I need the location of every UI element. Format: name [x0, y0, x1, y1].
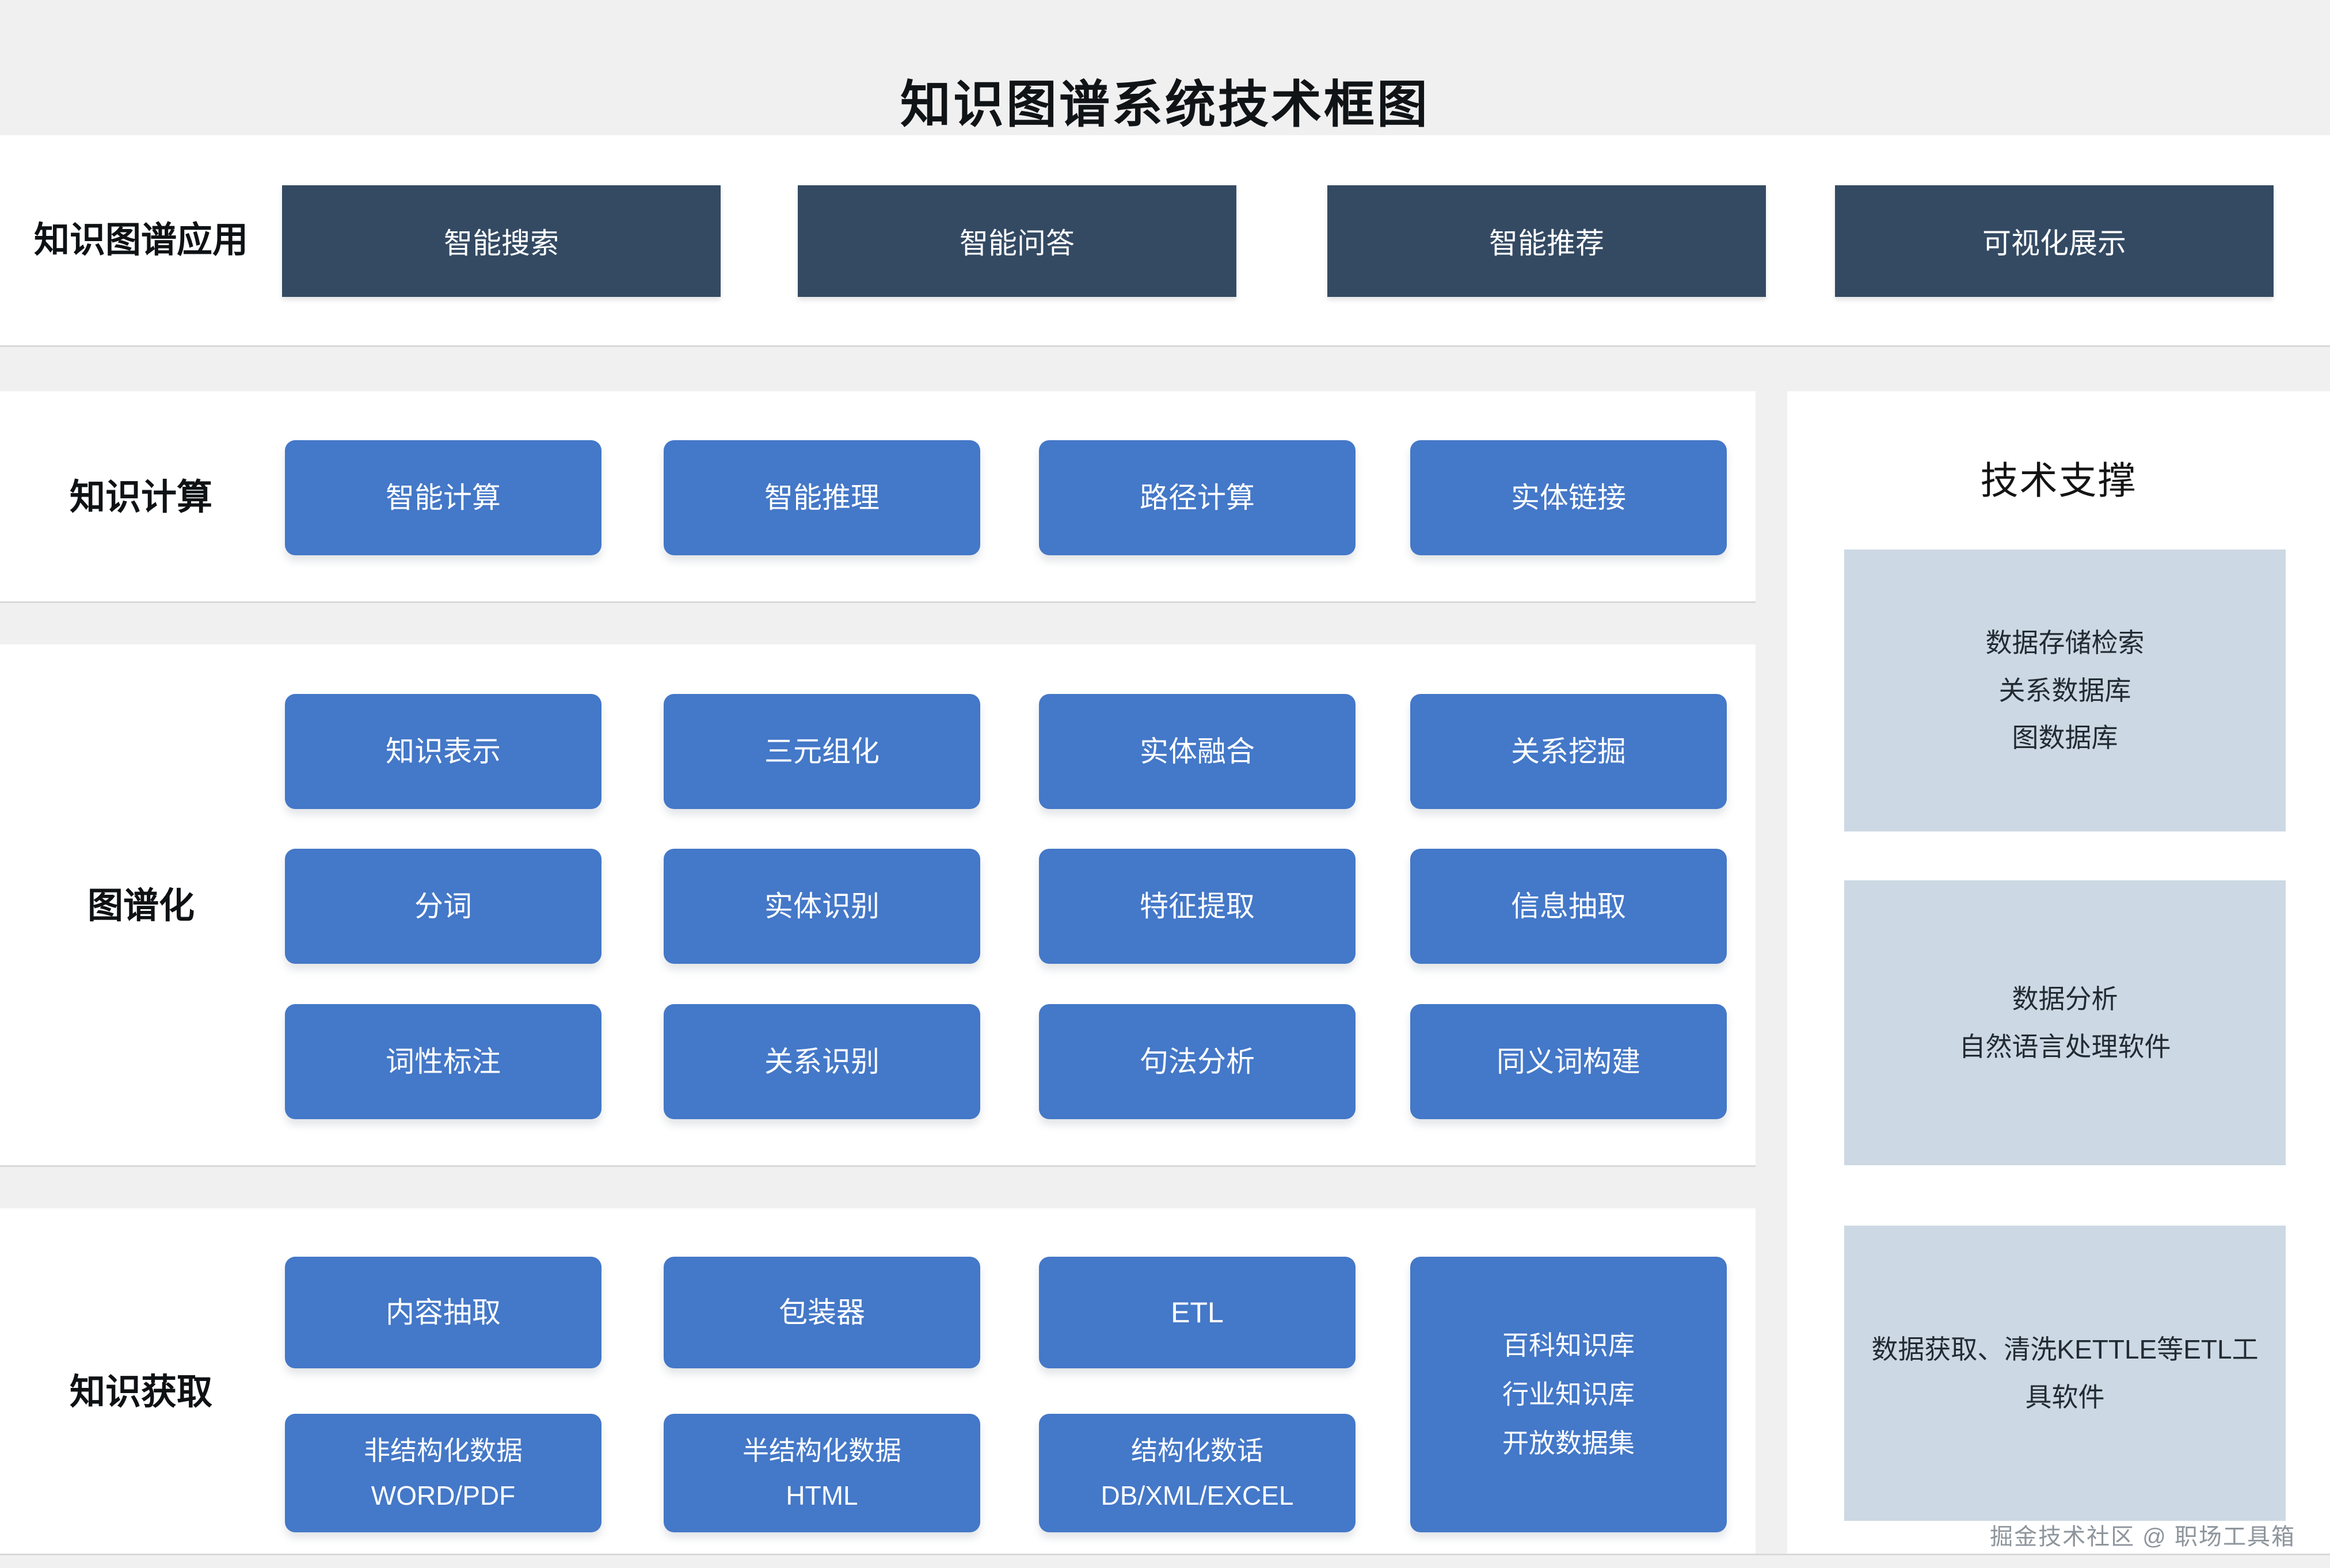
support-line: 自然语言处理软件: [1959, 1031, 2171, 1062]
section-label-acquisition: 知识获取: [69, 1372, 212, 1412]
section-label-apps: 知识图谱应用: [33, 220, 248, 260]
separator-line: [0, 1554, 2330, 1555]
box-intelligent-search: 智能搜索: [282, 185, 721, 297]
box-intelligent-computing: 智能计算: [285, 440, 601, 555]
box-line: 半结构化数据: [743, 1435, 901, 1466]
separator-line: [0, 345, 2330, 347]
box-synonym-construction: 同义词构建: [1410, 1004, 1727, 1119]
box-line: 结构化数话: [1131, 1435, 1263, 1466]
box-relation-mining: 关系挖掘: [1410, 694, 1727, 809]
separator-line: [0, 1165, 1756, 1167]
box-visualization-display: 可视化展示: [1835, 185, 2274, 297]
support-line: 数据获取、清洗KETTLE等ETL工: [1871, 1334, 2259, 1364]
box-path-computing: 路径计算: [1039, 440, 1356, 555]
support-line: 数据分析: [2012, 983, 2118, 1014]
box-intelligent-qa: 智能问答: [798, 185, 1236, 297]
section-label-graphization: 图谱化: [87, 886, 195, 926]
box-entity-fusion: 实体融合: [1039, 694, 1356, 809]
separator-line: [0, 601, 1756, 603]
box-intelligent-recommendation: 智能推荐: [1327, 185, 1766, 297]
box-line: WORD/PDF: [371, 1481, 516, 1510]
box-intelligent-reasoning: 智能推理: [664, 440, 980, 555]
support-line: 具软件: [2025, 1382, 2105, 1412]
watermark: 掘金技术社区 @ 职场工具箱: [1990, 1524, 2295, 1550]
box-etl: ETL: [1039, 1257, 1356, 1368]
box-semi-structured-data: 半结构化数据 HTML: [664, 1414, 980, 1532]
box-knowledge-bases: 百科知识库 行业知识库 开放数据集: [1410, 1257, 1727, 1532]
support-box-data-analysis: 数据分析 自然语言处理软件: [1844, 880, 2286, 1165]
support-line: 数据存储检索: [1985, 627, 2145, 658]
section-label-computing: 知识计算: [69, 478, 212, 517]
box-line: 开放数据集: [1502, 1428, 1635, 1459]
box-triple-formation: 三元组化: [664, 694, 980, 809]
box-entity-recognition: 实体识别: [664, 849, 980, 964]
box-line: HTML: [786, 1481, 858, 1510]
box-feature-extraction: 特征提取: [1039, 849, 1356, 964]
box-line: DB/XML/EXCEL: [1101, 1481, 1294, 1510]
box-information-extraction: 信息抽取: [1410, 849, 1727, 964]
box-unstructured-data: 非结构化数据 WORD/PDF: [285, 1414, 601, 1532]
support-box-data-storage: 数据存储检索 关系数据库 图数据库: [1844, 550, 2286, 831]
support-line: 关系数据库: [1998, 675, 2131, 705]
box-structured-data: 结构化数话 DB/XML/EXCEL: [1039, 1414, 1356, 1532]
box-wrapper: 包装器: [664, 1257, 980, 1368]
box-pos-tagging: 词性标注: [285, 1004, 601, 1119]
support-box-etl-tools: 数据获取、清洗KETTLE等ETL工 具软件: [1844, 1226, 2286, 1521]
page-title: 知识图谱系统技术框图: [900, 75, 1430, 133]
box-line: 百科知识库: [1502, 1330, 1635, 1360]
box-line: 行业知识库: [1502, 1379, 1635, 1409]
box-knowledge-representation: 知识表示: [285, 694, 601, 809]
support-line: 图数据库: [2012, 723, 2118, 753]
box-relation-recognition: 关系识别: [664, 1004, 980, 1119]
box-syntax-analysis: 句法分析: [1039, 1004, 1356, 1119]
tech-support-title: 技术支撑: [1980, 459, 2137, 502]
box-content-extraction: 内容抽取: [285, 1257, 601, 1368]
box-line: 非结构化数据: [364, 1435, 523, 1466]
box-word-segmentation: 分词: [285, 849, 601, 964]
box-entity-linking: 实体链接: [1410, 440, 1727, 555]
